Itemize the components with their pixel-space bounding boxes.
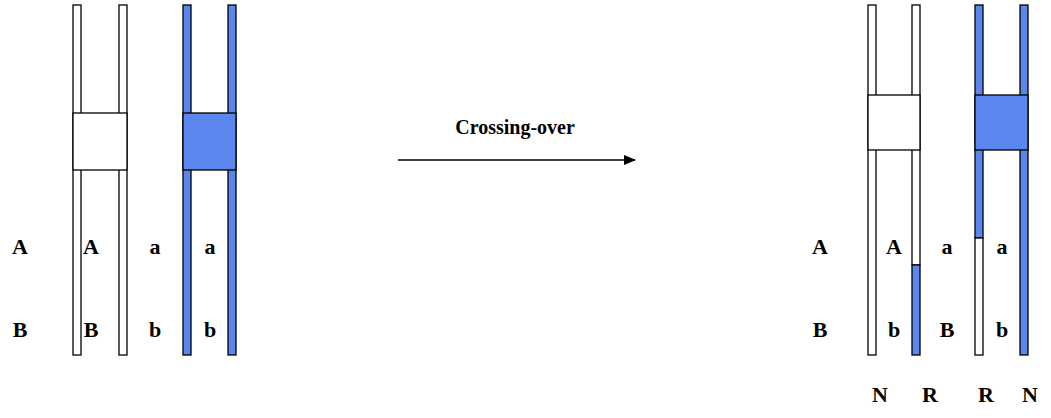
allele-label: B xyxy=(84,319,99,341)
allele-label: B xyxy=(813,319,828,341)
allele-label: A xyxy=(12,236,28,258)
allele-label: B xyxy=(13,319,28,341)
recombination-mark: N xyxy=(1022,384,1038,406)
allele-label: B xyxy=(940,319,955,341)
recombination-mark: R xyxy=(978,384,994,406)
allele-label: a xyxy=(942,236,953,258)
allele-label: A xyxy=(83,236,99,258)
allele-label: a xyxy=(205,236,216,258)
allele-label: b xyxy=(204,319,216,341)
allele-label: b xyxy=(888,319,900,341)
allele-label: b xyxy=(996,319,1008,341)
allele-label: b xyxy=(149,319,161,341)
process-label: Crossing-over xyxy=(455,117,575,137)
allele-label: A xyxy=(812,236,828,258)
recombination-mark: N xyxy=(872,384,888,406)
recombination-mark: R xyxy=(922,384,938,406)
allele-label: a xyxy=(150,236,161,258)
allele-label: a xyxy=(997,236,1008,258)
allele-label: A xyxy=(886,236,902,258)
